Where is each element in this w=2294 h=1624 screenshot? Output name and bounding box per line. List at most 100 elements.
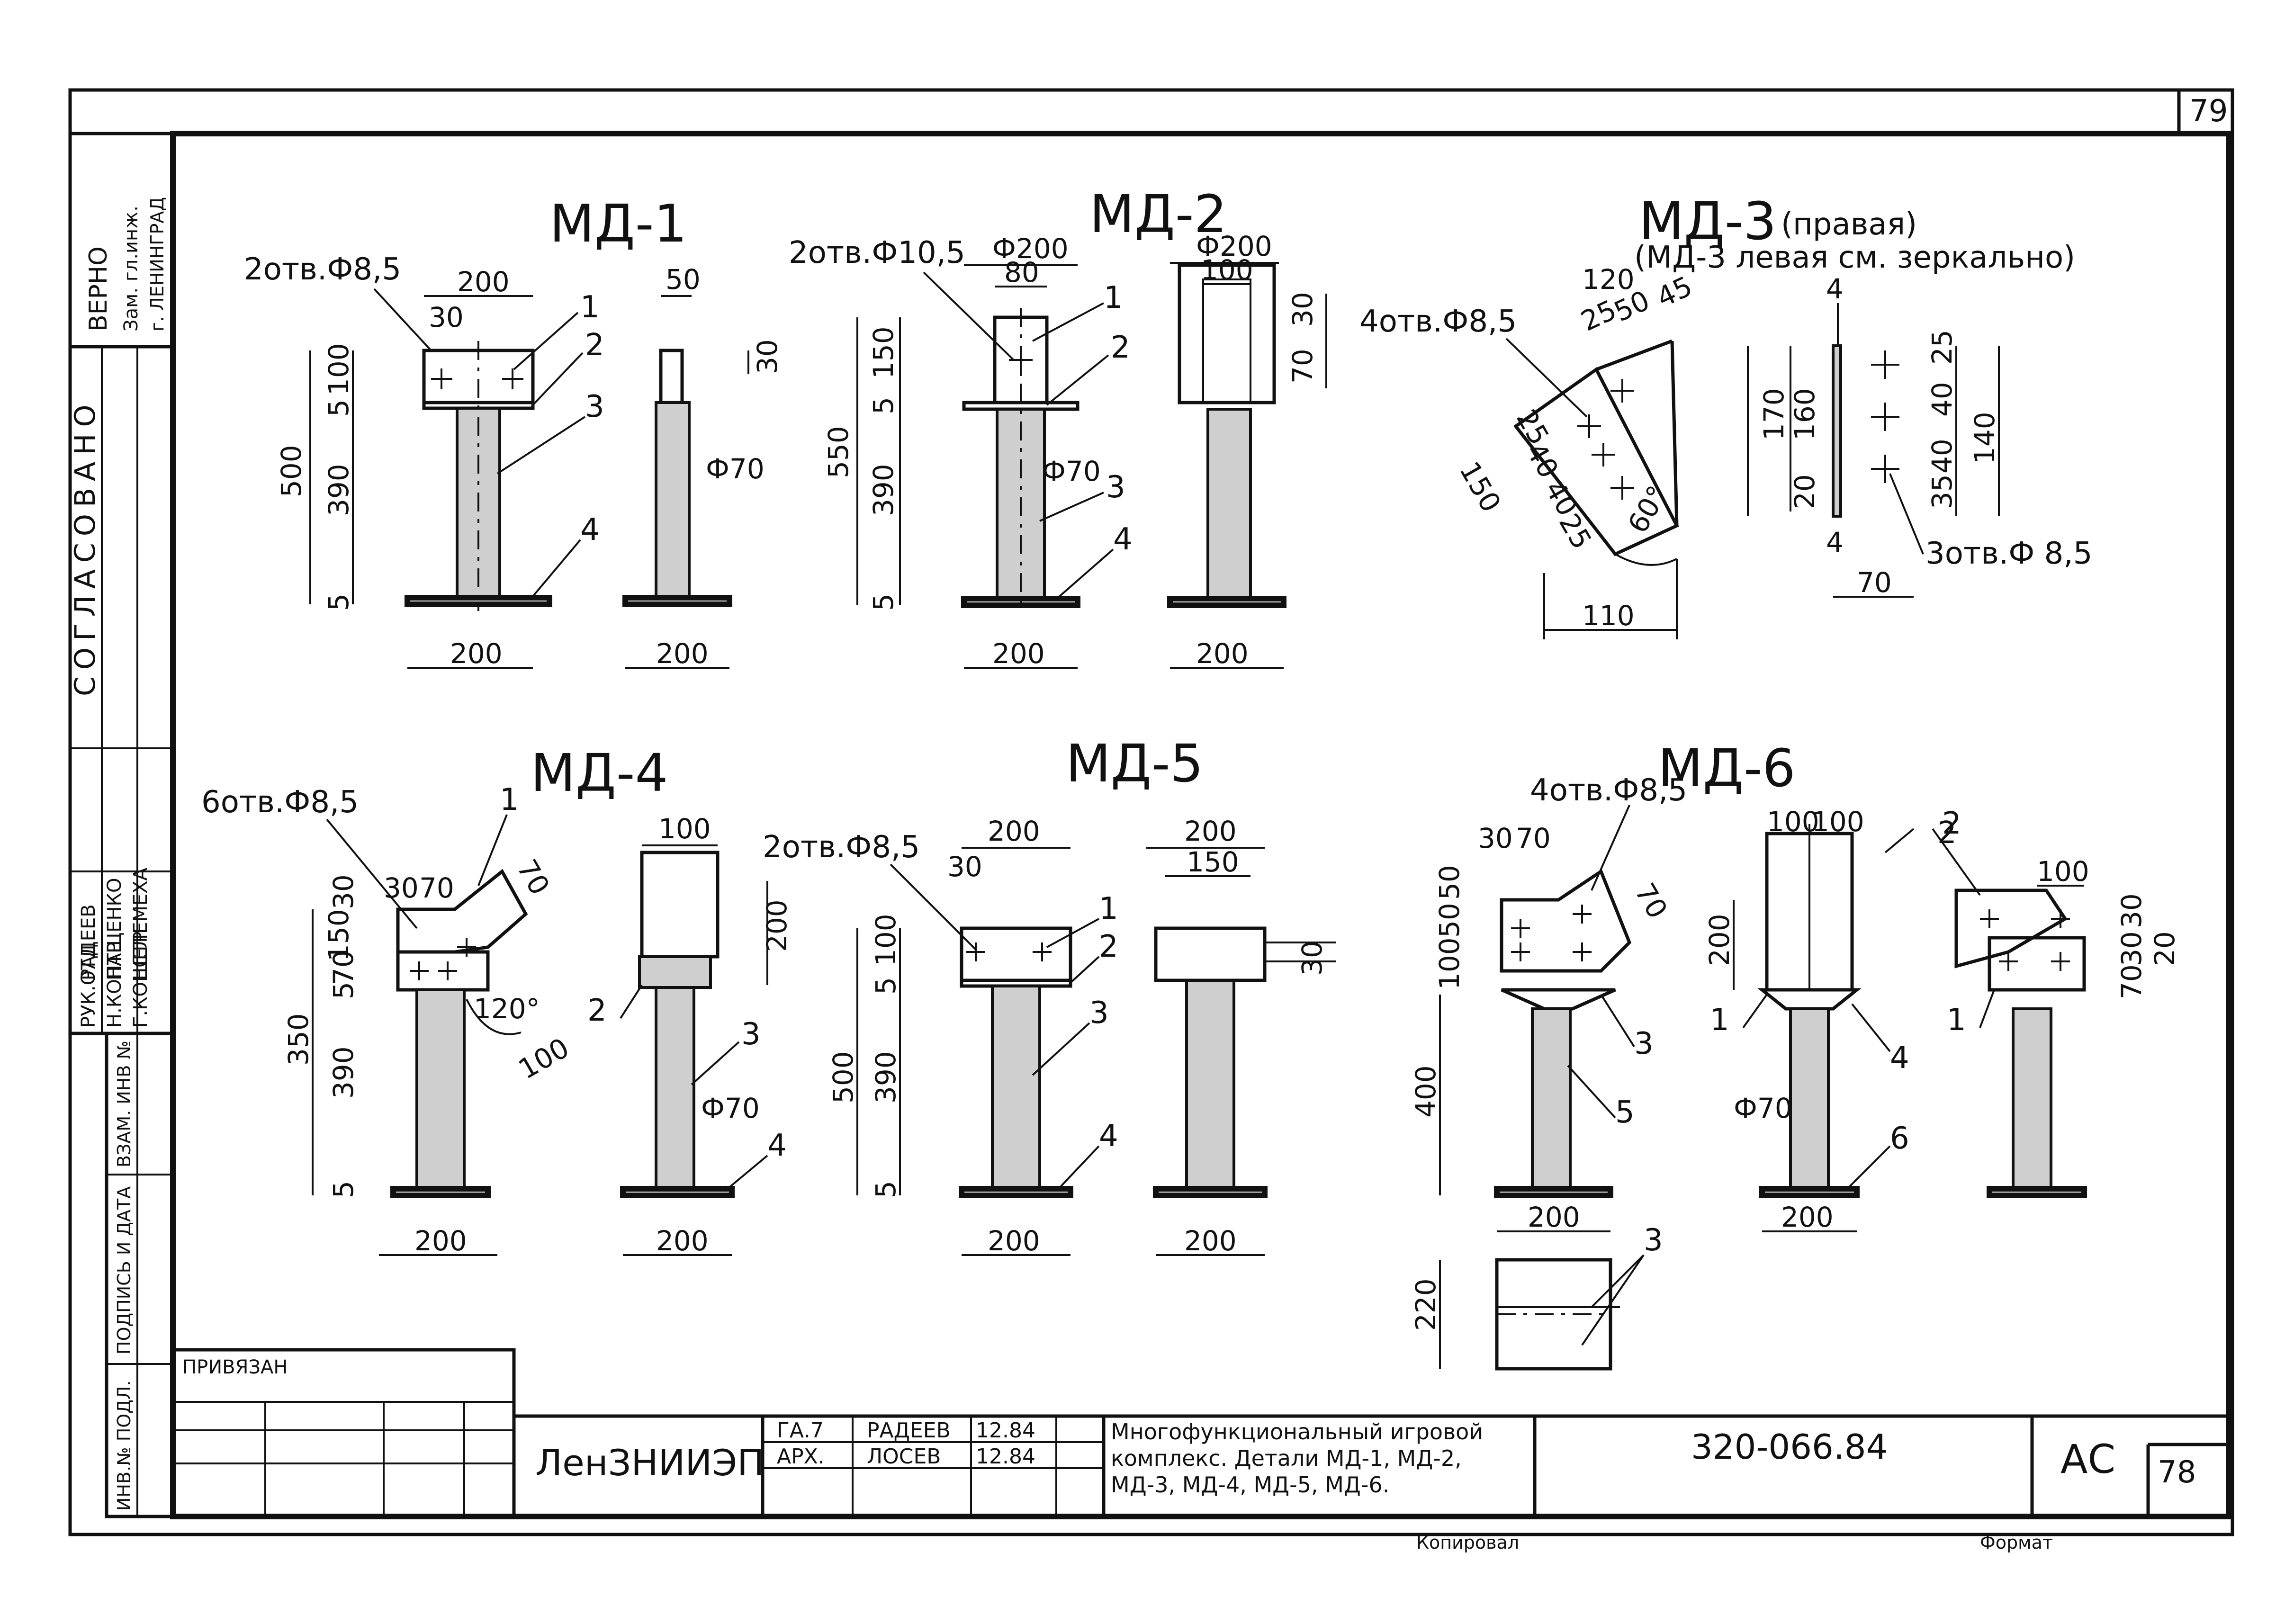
svg-text:5: 5 — [870, 977, 902, 995]
tb-copied: Копировал — [1416, 1532, 1519, 1553]
outer-frame — [68, 88, 2234, 1536]
md3-holes-note: 4отв.Ф8,5 — [1359, 304, 1517, 339]
svg-text:200: 200 — [656, 1225, 709, 1257]
svg-text:Ф200: Ф200 — [992, 233, 1069, 265]
svg-text:20: 20 — [2149, 931, 2181, 966]
svg-text:400: 400 — [1410, 1065, 1442, 1118]
staff-name-3: ШЕЛЕМЕХА — [130, 867, 152, 980]
svg-text:200: 200 — [1528, 1201, 1580, 1233]
tb-name-1: РАДЕЕВ — [867, 1418, 951, 1443]
md2-title: МД-2 — [1089, 184, 1227, 244]
svg-text:100: 100 — [870, 914, 902, 966]
svg-text:1: 1 — [1947, 1003, 1966, 1038]
svg-text:40: 40 — [1926, 439, 1958, 474]
md6-holes-note: 4отв.Ф8,5 — [1530, 773, 1687, 808]
md6-bracket — [1954, 888, 2068, 969]
svg-text:200: 200 — [1196, 637, 1249, 670]
svg-text:200: 200 — [457, 266, 510, 298]
svg-text:200: 200 — [1703, 914, 1736, 966]
svg-text:30: 30 — [1478, 822, 1513, 854]
svg-text:100: 100 — [1767, 806, 1819, 838]
svg-text:30: 30 — [2115, 931, 2148, 966]
svg-text:25: 25 — [1926, 330, 1958, 365]
svg-text:390: 390 — [870, 1051, 902, 1104]
agreed-label: СОГЛАСОВАНО — [69, 398, 102, 696]
detail-md6: МД-6 4отв.Ф8,5 30 70 50 50 100 400 200 2… — [1410, 738, 2181, 1371]
md6-title: МД-6 — [1658, 738, 1796, 799]
svg-text:80: 80 — [1004, 256, 1039, 288]
title-block: ПРИВЯЗАН ЛенЗНИИЭП ГА.7 РАДЕЕВ 12.84 АРХ… — [171, 1348, 2231, 1553]
md3-title-note: (правая) — [1781, 207, 1917, 242]
inv-orig-label: ИНВ.№ ПОДЛ. — [114, 1380, 135, 1511]
svg-text:5: 5 — [867, 397, 900, 414]
md3-side-strip — [1832, 344, 1842, 518]
svg-text:110: 110 — [1582, 600, 1635, 632]
svg-text:3: 3 — [585, 389, 604, 424]
svg-text:200: 200 — [450, 637, 503, 670]
stamp-chief: Зам. гл.инж. — [120, 206, 142, 332]
md2-holes-note: 2отв.Ф10,5 — [789, 235, 965, 270]
md4-holes-note: 6отв.Ф8,5 — [201, 785, 359, 820]
svg-text:2: 2 — [1111, 330, 1130, 365]
detail-md5: МД-5 2отв.Ф8,5 200 30 100 5 500 390 5 20… — [763, 733, 1336, 1257]
svg-text:1: 1 — [1099, 891, 1118, 926]
md4-pipe — [415, 988, 466, 1190]
svg-text:2: 2 — [585, 328, 604, 363]
detail-md1: МД-1 2отв.Ф8,5 200 30 100 5 500 390 5 20… — [244, 193, 783, 670]
svg-text:1: 1 — [1104, 280, 1123, 315]
svg-text:390: 390 — [867, 464, 900, 516]
svg-text:150: 150 — [1453, 456, 1507, 518]
md1-title: МД-1 — [549, 193, 687, 254]
svg-text:200: 200 — [1184, 1225, 1237, 1257]
bound-label: ПРИВЯЗАН — [182, 1356, 288, 1378]
svg-text:20: 20 — [1789, 474, 1821, 509]
svg-text:70: 70 — [1516, 822, 1551, 854]
svg-text:5: 5 — [323, 399, 355, 417]
staff-name-2: ПАЩЕНКО — [104, 878, 126, 980]
svg-text:Ф70: Ф70 — [706, 453, 765, 485]
svg-text:200: 200 — [761, 899, 793, 952]
svg-text:50: 50 — [666, 263, 701, 296]
svg-text:40: 40 — [1926, 382, 1958, 417]
svg-text:200: 200 — [656, 637, 709, 670]
svg-text:70: 70 — [511, 854, 556, 900]
svg-text:4: 4 — [580, 512, 600, 547]
svg-text:70: 70 — [419, 872, 454, 904]
svg-text:2: 2 — [1942, 806, 1961, 841]
svg-text:1: 1 — [1710, 1003, 1729, 1038]
md4-title: МД-4 — [531, 743, 668, 803]
inv-columns — [105, 1032, 175, 1518]
svg-text:1: 1 — [500, 782, 519, 817]
sign-date-label: ПОДПИСЬ И ДАТА — [114, 1186, 135, 1355]
svg-text:3: 3 — [1089, 996, 1109, 1031]
md5-title: МД-5 — [1066, 733, 1204, 794]
svg-text:100: 100 — [323, 343, 355, 395]
tb-name-2: ЛОСЕВ — [867, 1445, 941, 1469]
tb-stage: АС — [2060, 1436, 2115, 1482]
svg-text:220: 220 — [1410, 1278, 1442, 1331]
svg-text:120°: 120° — [474, 993, 540, 1025]
svg-text:3: 3 — [1644, 1223, 1663, 1258]
tb-format: Формат — [1980, 1532, 2053, 1553]
tb-code: 320-066.84 — [1691, 1427, 1888, 1467]
svg-text:100: 100 — [1433, 937, 1466, 990]
svg-text:150: 150 — [1187, 846, 1239, 878]
tb-page: 78 — [2158, 1455, 2196, 1490]
svg-text:4: 4 — [1826, 526, 1844, 558]
sheet-number: 79 — [2189, 94, 2228, 129]
svg-text:350: 350 — [282, 1013, 315, 1066]
tb-date-2: 12.84 — [976, 1445, 1035, 1469]
tb-description: Многофункциональный игровой комплекс. Де… — [1111, 1419, 1484, 1498]
svg-text:2: 2 — [1099, 929, 1118, 964]
svg-text:50: 50 — [1433, 903, 1466, 938]
svg-text:200: 200 — [1781, 1201, 1834, 1233]
md3-title: МД-3 — [1639, 191, 1777, 251]
md5-top-plate — [960, 926, 1072, 982]
svg-text:30: 30 — [1286, 292, 1319, 327]
svg-text:200: 200 — [988, 1225, 1040, 1257]
md5-pipe — [991, 985, 1041, 1190]
svg-text:120: 120 — [1582, 263, 1635, 296]
svg-text:6: 6 — [1890, 1121, 1909, 1156]
svg-text:160: 160 — [1789, 388, 1821, 440]
